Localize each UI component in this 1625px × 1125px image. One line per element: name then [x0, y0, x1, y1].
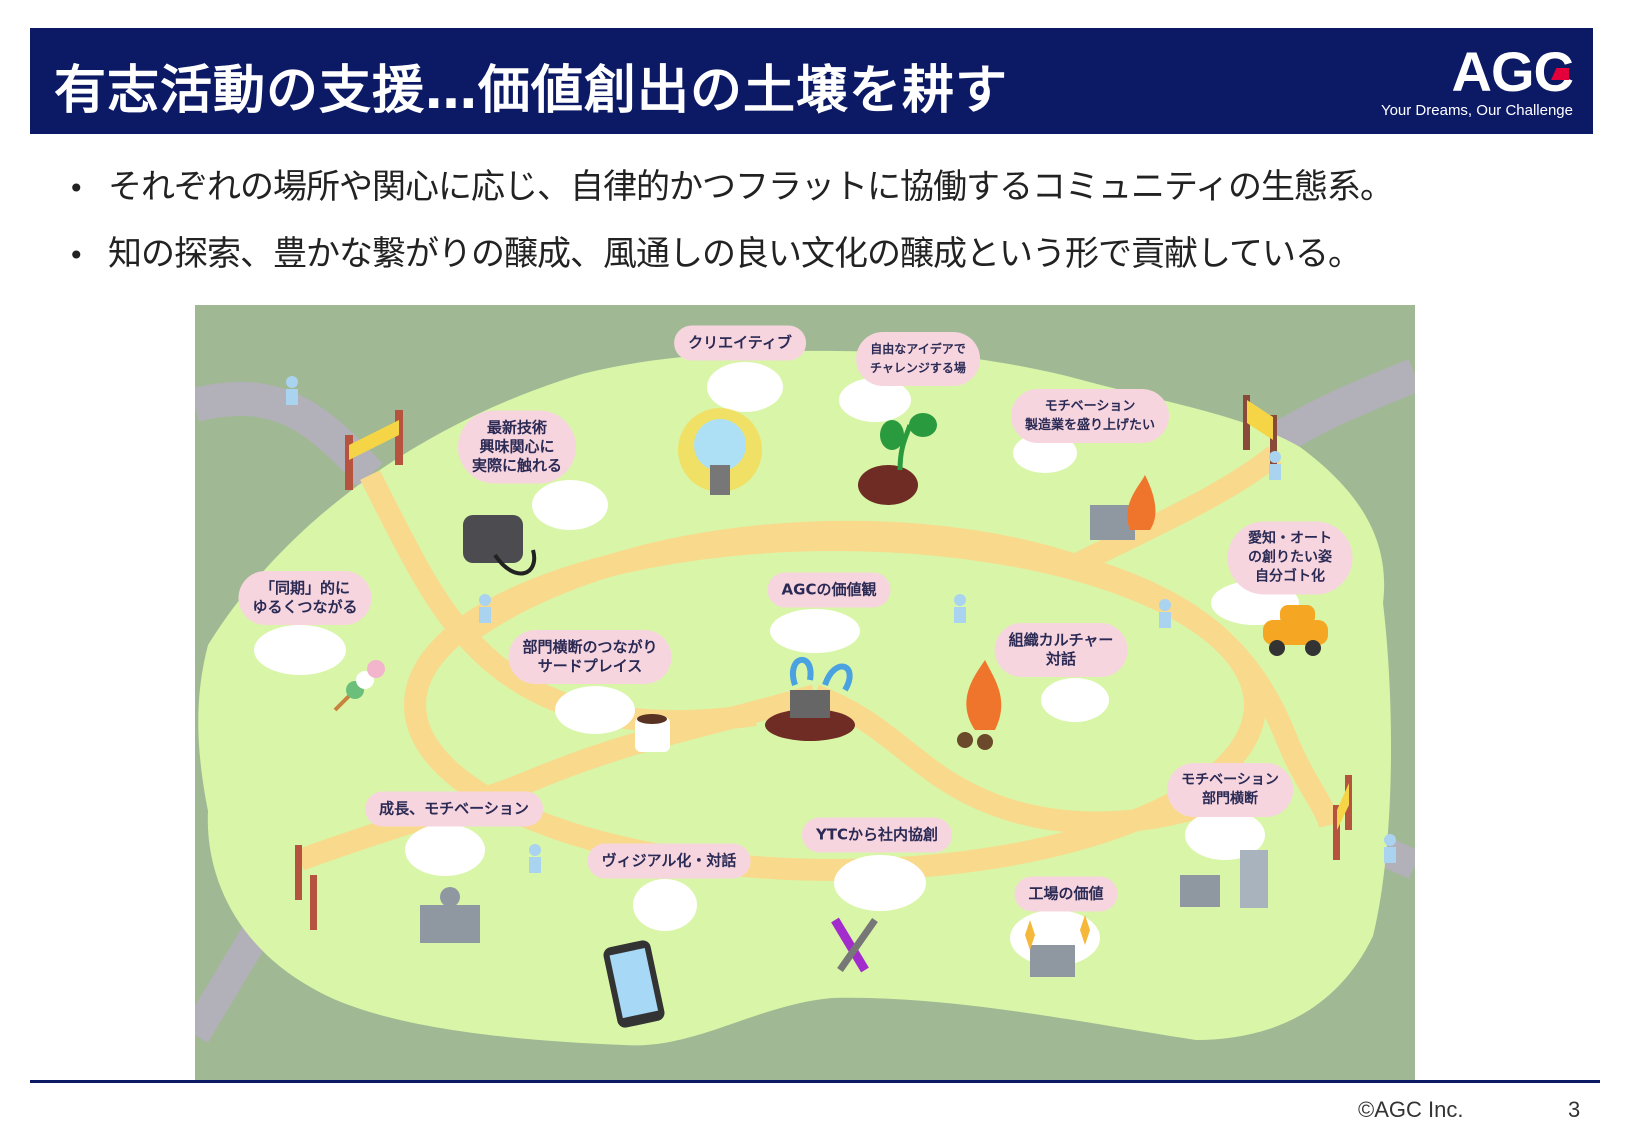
- map-label-creative: クリエイティブ: [674, 325, 806, 361]
- map-label-third-place: 部門横断のつながり サードプレイス: [508, 630, 672, 684]
- tablet-icon: [603, 940, 665, 1028]
- logo-mark: AGC: [1451, 40, 1574, 103]
- school-building-icon: [420, 887, 480, 943]
- map-label-manufacturing-motivation: モチベーション 製造業を盛り上げたい: [1010, 389, 1170, 443]
- fountain-icon: [765, 657, 855, 741]
- map-label-peer-connection: 「同期」的に ゆるくつながる: [238, 571, 372, 625]
- map-label-agc-values: AGCの価値観: [767, 572, 891, 608]
- map-drawing: [195, 350, 1415, 1046]
- logo-tagline: Your Dreams, Our Challenge: [1380, 102, 1573, 119]
- coffee-cup-icon: [635, 714, 670, 752]
- vr-headset-icon: [463, 515, 537, 576]
- gate: [295, 845, 317, 930]
- title-bar: 有志活動の支援…価値創出の土壌を耕す AGC Your Dreams, Our …: [30, 28, 1593, 134]
- slide-title: 有志活動の支援…価値創出の土壌を耕す: [54, 61, 1009, 121]
- speech-bubbles: [254, 362, 1299, 966]
- tools-icon: [831, 917, 878, 973]
- map-label-cross-dept-motivation: モチベーション 部門横断: [1167, 763, 1293, 817]
- page-number: 3: [1568, 1097, 1581, 1122]
- sprout-icon: [858, 413, 937, 505]
- factory-sparkle-icon: [1025, 915, 1090, 977]
- bullet-item: それぞれの場所や関心に応じ、自律的かつフラットに協働するコミュニティの生態系。: [68, 160, 1394, 227]
- gate: [1243, 395, 1277, 470]
- map-label-aichi-auto: 愛知・オートの創りたい姿 自分ゴト化: [1227, 521, 1353, 595]
- map-label-ytc-co-creation: YTCから社内協創: [801, 817, 953, 853]
- map-label-latest-tech: 最新技術 興味関心に 実際に触れる: [457, 410, 577, 484]
- map-label-challenge-place: 自由なアイデアで チャレンジする場: [856, 332, 980, 386]
- lightbulb-icon: [678, 408, 762, 495]
- map-label-org-culture: 組織カルチャー 対話: [994, 623, 1128, 677]
- footer-divider: [30, 1080, 1600, 1083]
- walking-person-icons: [286, 376, 1396, 873]
- car-icon: [1263, 605, 1328, 656]
- copyright: ©AGC Inc.: [1358, 1097, 1464, 1122]
- campfire-icon: [957, 660, 1002, 750]
- gate: [1333, 775, 1352, 860]
- bullet-item: 知の探索、豊かな繋がりの醸成、風通しの良い文化の醸成という形で貢献している。: [68, 227, 1393, 294]
- dango-icon: [333, 660, 385, 712]
- map-label-visualization: ヴィジアル化・対話: [587, 843, 751, 879]
- factory-office-icon: [1180, 850, 1268, 908]
- map-label-factory-value: 工場の価値: [1014, 876, 1118, 912]
- agc-logo: AGC Your Dreams, Our Challenge: [1373, 40, 1574, 122]
- community-ecosystem-illustration: クリエイティブ 自由なアイデアで チャレンジする場 モチベーション 製造業を盛り…: [195, 305, 1415, 1080]
- road: [1260, 359, 1415, 460]
- factory-fire-icon: [1090, 475, 1156, 540]
- bullet-list: それぞれの場所や関心に応じ、自律的かつフラットに協働するコミュニティの生態系。 …: [68, 160, 1394, 294]
- road: [195, 381, 383, 487]
- gate: [345, 410, 403, 490]
- map-label-growth-motivation: 成長、モチベーション: [365, 791, 543, 827]
